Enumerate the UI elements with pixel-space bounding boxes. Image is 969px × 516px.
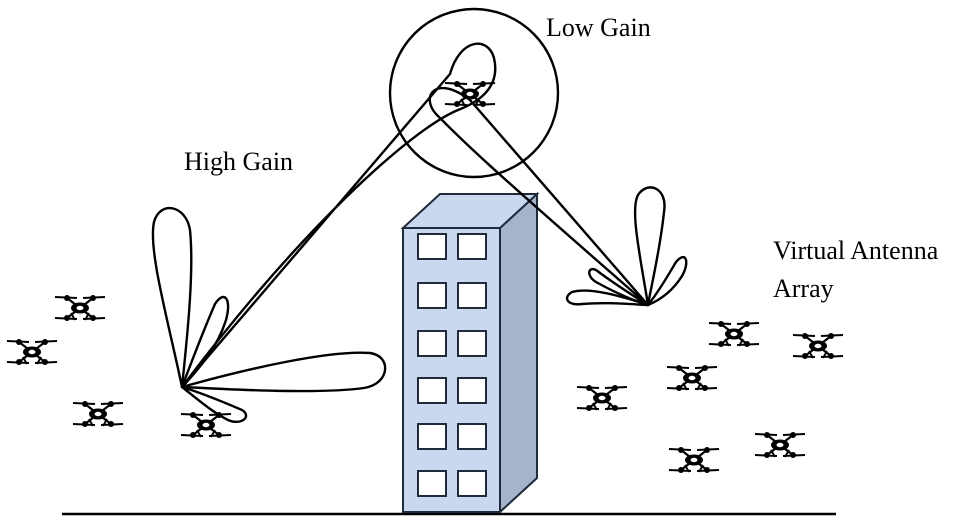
low-gain-label: Low Gain	[546, 13, 651, 42]
building	[400, 191, 540, 515]
high-gain-label: High Gain	[184, 147, 294, 176]
drone-icon	[5, 337, 59, 367]
drone-icon	[179, 410, 233, 440]
building-windows	[417, 233, 487, 497]
drone-icon	[71, 399, 125, 429]
drone-icon	[667, 445, 721, 475]
drone-icon	[791, 331, 845, 361]
building-front	[402, 227, 501, 513]
right-swarm	[575, 319, 845, 475]
right-antenna-pattern	[428, 86, 688, 307]
drone-icon	[575, 383, 629, 413]
building-side	[499, 191, 538, 515]
virtual-antenna-label: Virtual Antenna	[773, 236, 939, 265]
uav-relay-drone-icon	[443, 79, 497, 109]
drone-icon	[665, 363, 719, 393]
virtual-antenna-label-line2: Array	[773, 274, 834, 303]
drone-icon	[53, 293, 107, 323]
drone-icon	[707, 319, 761, 349]
drone-icon	[753, 430, 807, 460]
low-gain-coverage-circle	[388, 7, 560, 179]
left-antenna-pattern	[151, 42, 497, 424]
